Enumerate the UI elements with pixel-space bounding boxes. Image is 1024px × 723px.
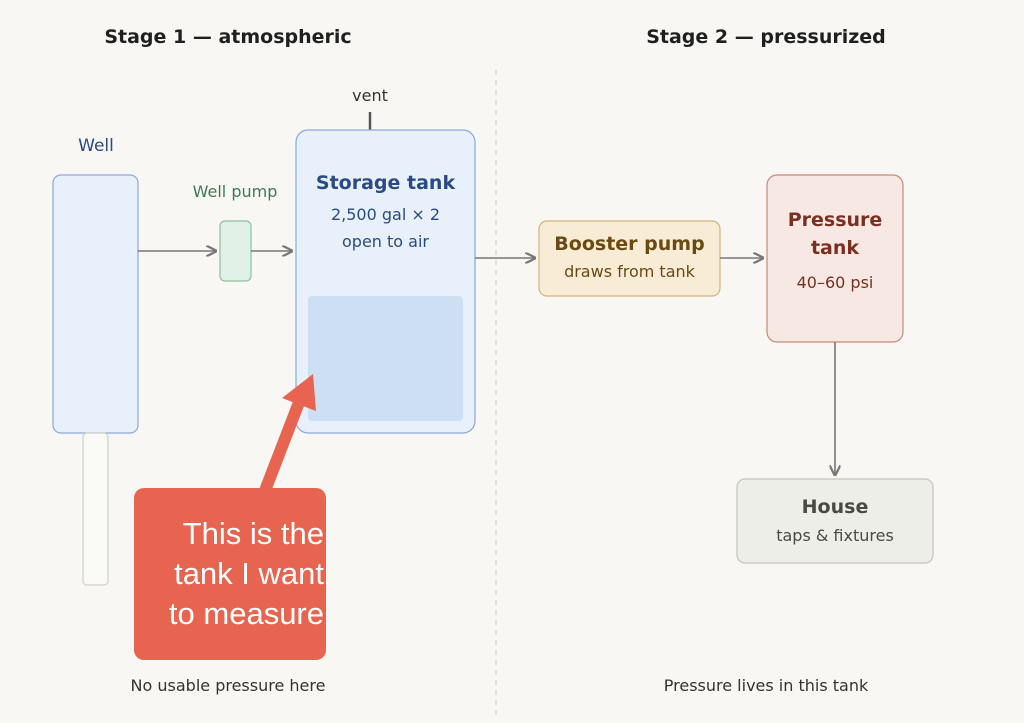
house-subtitle: taps & fixtures <box>776 526 894 545</box>
storage-tank-title: Storage tank <box>315 172 456 194</box>
booster-pump-title: Booster pump <box>554 233 705 255</box>
callout-arrow-shaft <box>260 399 304 494</box>
callout-arrow-head <box>282 374 316 411</box>
well-label: Well <box>78 136 114 156</box>
well-pump-label: Well pump <box>192 182 278 201</box>
storage-tank-water <box>308 296 463 421</box>
well-shape <box>52 174 139 434</box>
house-title: House <box>801 496 869 518</box>
well-casing <box>82 432 109 586</box>
stage-2-title: Stage 2 — pressurized <box>646 26 886 48</box>
storage-tank-note: open to air <box>342 232 429 251</box>
callout-text: This is the tank I want to measure <box>168 516 324 631</box>
stage-1-title: Stage 1 — atmospheric <box>104 26 352 48</box>
house-shape <box>736 478 934 564</box>
booster-pump-subtitle: draws from tank <box>564 262 695 281</box>
vent-label: vent <box>352 86 388 105</box>
pressure-tank-title-2: tank <box>810 237 860 259</box>
stage-1-caption: No usable pressure here <box>130 676 326 695</box>
callout-box <box>134 488 326 660</box>
well-pump-shape <box>219 220 252 282</box>
storage-tank-capacity: 2,500 gal × 2 <box>330 205 441 224</box>
stage-2-caption: Pressure lives in this tank <box>663 676 869 695</box>
pressure-tank-range: 40–60 psi <box>796 273 874 292</box>
pressure-tank-title-1: Pressure <box>787 209 883 231</box>
